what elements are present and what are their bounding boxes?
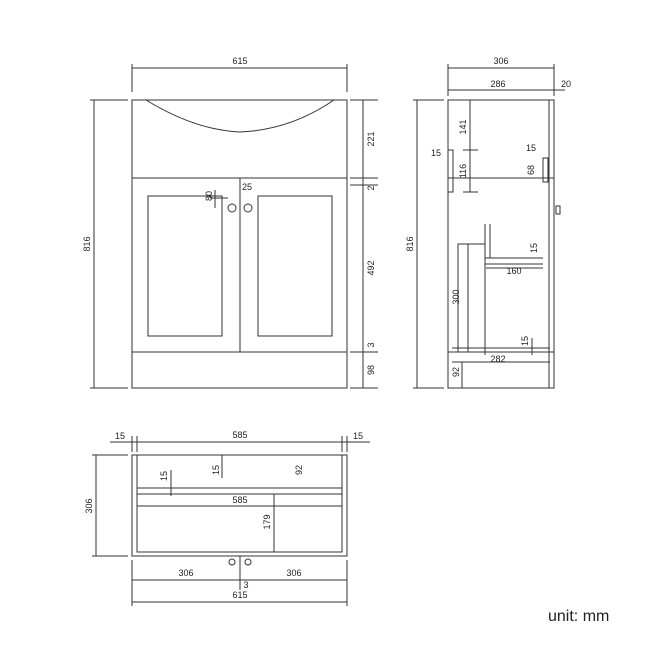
top-shelf-width-label: 585 [232, 495, 247, 505]
side-hinge-right [542, 157, 549, 183]
side-outline [447, 99, 555, 389]
dimension-labels: 615 816 221 2 492 3 98 80 25 306 286 20 … [82, 56, 571, 600]
side-view [413, 64, 565, 389]
side-handle-depth-right-label: 15 [526, 143, 536, 153]
front-outline [131, 99, 348, 389]
top-tick-c-label: 92 [294, 465, 304, 475]
top-left-knob-icon [228, 558, 236, 566]
side-knob-icon [555, 205, 561, 215]
left-door-panel [147, 195, 223, 337]
top-right-edge-label: 15 [353, 431, 363, 441]
top-tick-a-label: 15 [159, 471, 169, 481]
side-back-label: 20 [561, 79, 571, 89]
side-handle-left [447, 149, 454, 193]
front-basin-label: 221 [366, 131, 376, 146]
side-floor-depth-label: 282 [490, 354, 505, 364]
top-left-half-label: 306 [178, 568, 193, 578]
front-bottom-gap-label: 3 [366, 342, 376, 347]
side-floor-thick-label: 15 [520, 336, 530, 346]
side-handle-depth-left-label: 15 [431, 148, 441, 158]
knob-drop-label: 80 [204, 191, 214, 201]
side-shelf-height-label: 300 [451, 289, 461, 304]
top-tick-b-label: 15 [211, 465, 221, 475]
top-total-width-label: 615 [232, 590, 247, 600]
top-gap-label: 3 [243, 580, 248, 590]
side-plinth-label: 92 [451, 367, 461, 377]
top-view [92, 436, 370, 606]
basin-curve [145, 99, 335, 133]
side-height-label: 816 [405, 236, 415, 251]
top-left-edge-label: 15 [115, 431, 125, 441]
top-right-half-label: 306 [286, 568, 301, 578]
top-inner-width-label: 585 [232, 430, 247, 440]
left-knob-icon [227, 203, 237, 213]
right-door-panel [257, 195, 333, 337]
side-depth-label: 306 [493, 56, 508, 66]
side-handle-len-label: 116 [458, 164, 468, 178]
front-gap-label: 2 [366, 185, 376, 190]
front-doors-label: 492 [366, 260, 376, 275]
front-height-label: 816 [82, 236, 92, 251]
right-knob-icon [243, 203, 253, 213]
top-inner [136, 454, 343, 553]
side-shelf-thick-label: 15 [529, 243, 539, 253]
top-right-knob-icon [244, 558, 252, 566]
side-inner-depth-label: 286 [490, 79, 505, 89]
side-shelf-depth-label: 160 [506, 266, 521, 276]
knob-gap-label: 25 [242, 182, 252, 192]
front-width-label: 615 [232, 56, 247, 66]
front-plinth-label: 98 [366, 365, 376, 375]
front-view [90, 64, 378, 389]
side-hinge-len-label: 68 [526, 165, 536, 175]
side-upper-label: 141 [458, 119, 468, 134]
top-shelf-depth-label: 179 [262, 514, 272, 529]
unit-label: unit: mm [548, 608, 610, 625]
top-depth-label: 306 [84, 498, 94, 513]
side-shelf-front [457, 243, 486, 353]
